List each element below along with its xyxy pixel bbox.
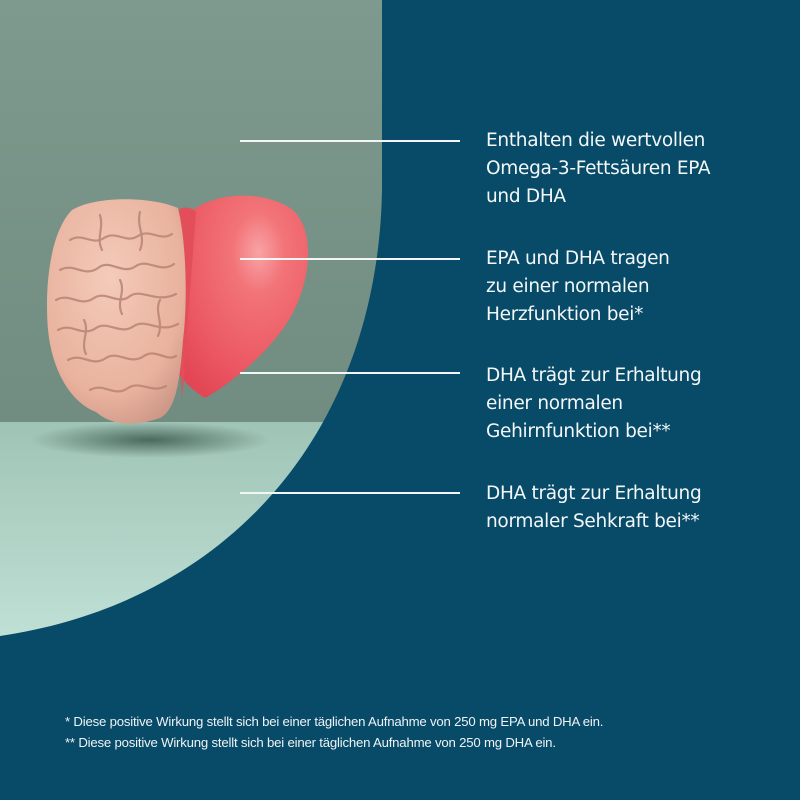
callout-text-line: einer normalen (486, 393, 623, 414)
callout-line-1 (240, 140, 460, 142)
callout-text-line: normaler Sehkraft bei** (486, 511, 700, 532)
callout-text-line: zu einer normalen (486, 276, 650, 297)
callout-line-4 (240, 492, 460, 494)
callout-line-2 (240, 258, 460, 260)
callout-omega3: Enthalten die wertvollen Omega-3-Fettsäu… (486, 127, 786, 211)
callout-text-line: Omega-3-Fettsäuren EPA (486, 158, 711, 179)
callout-text-line: Enthalten die wertvollen (486, 130, 706, 151)
callout-text-line: EPA und DHA tragen (486, 248, 670, 269)
callout-text-line: Herzfunktion bei* (486, 304, 644, 325)
callout-text-line: Gehirnfunktion bei** (486, 421, 671, 442)
footnote-1: * Diese positive Wirkung stellt sich bei… (65, 714, 604, 729)
callout-text-line: DHA trägt zur Erhaltung (486, 483, 702, 504)
callout-brain-function: DHA trägt zur Erhaltung einer normalen G… (486, 362, 786, 446)
callout-text-line: und DHA (486, 186, 566, 207)
callout-line-3 (240, 372, 460, 374)
callout-vision: DHA trägt zur Erhaltung normaler Sehkraf… (486, 480, 786, 536)
footnotes: * Diese positive Wirkung stellt sich bei… (65, 711, 785, 753)
callout-heart-function: EPA und DHA tragen zu einer normalen Her… (486, 245, 786, 329)
callout-text-line: DHA trägt zur Erhaltung (486, 365, 702, 386)
footnote-2: ** Diese positive Wirkung stellt sich be… (65, 735, 556, 750)
